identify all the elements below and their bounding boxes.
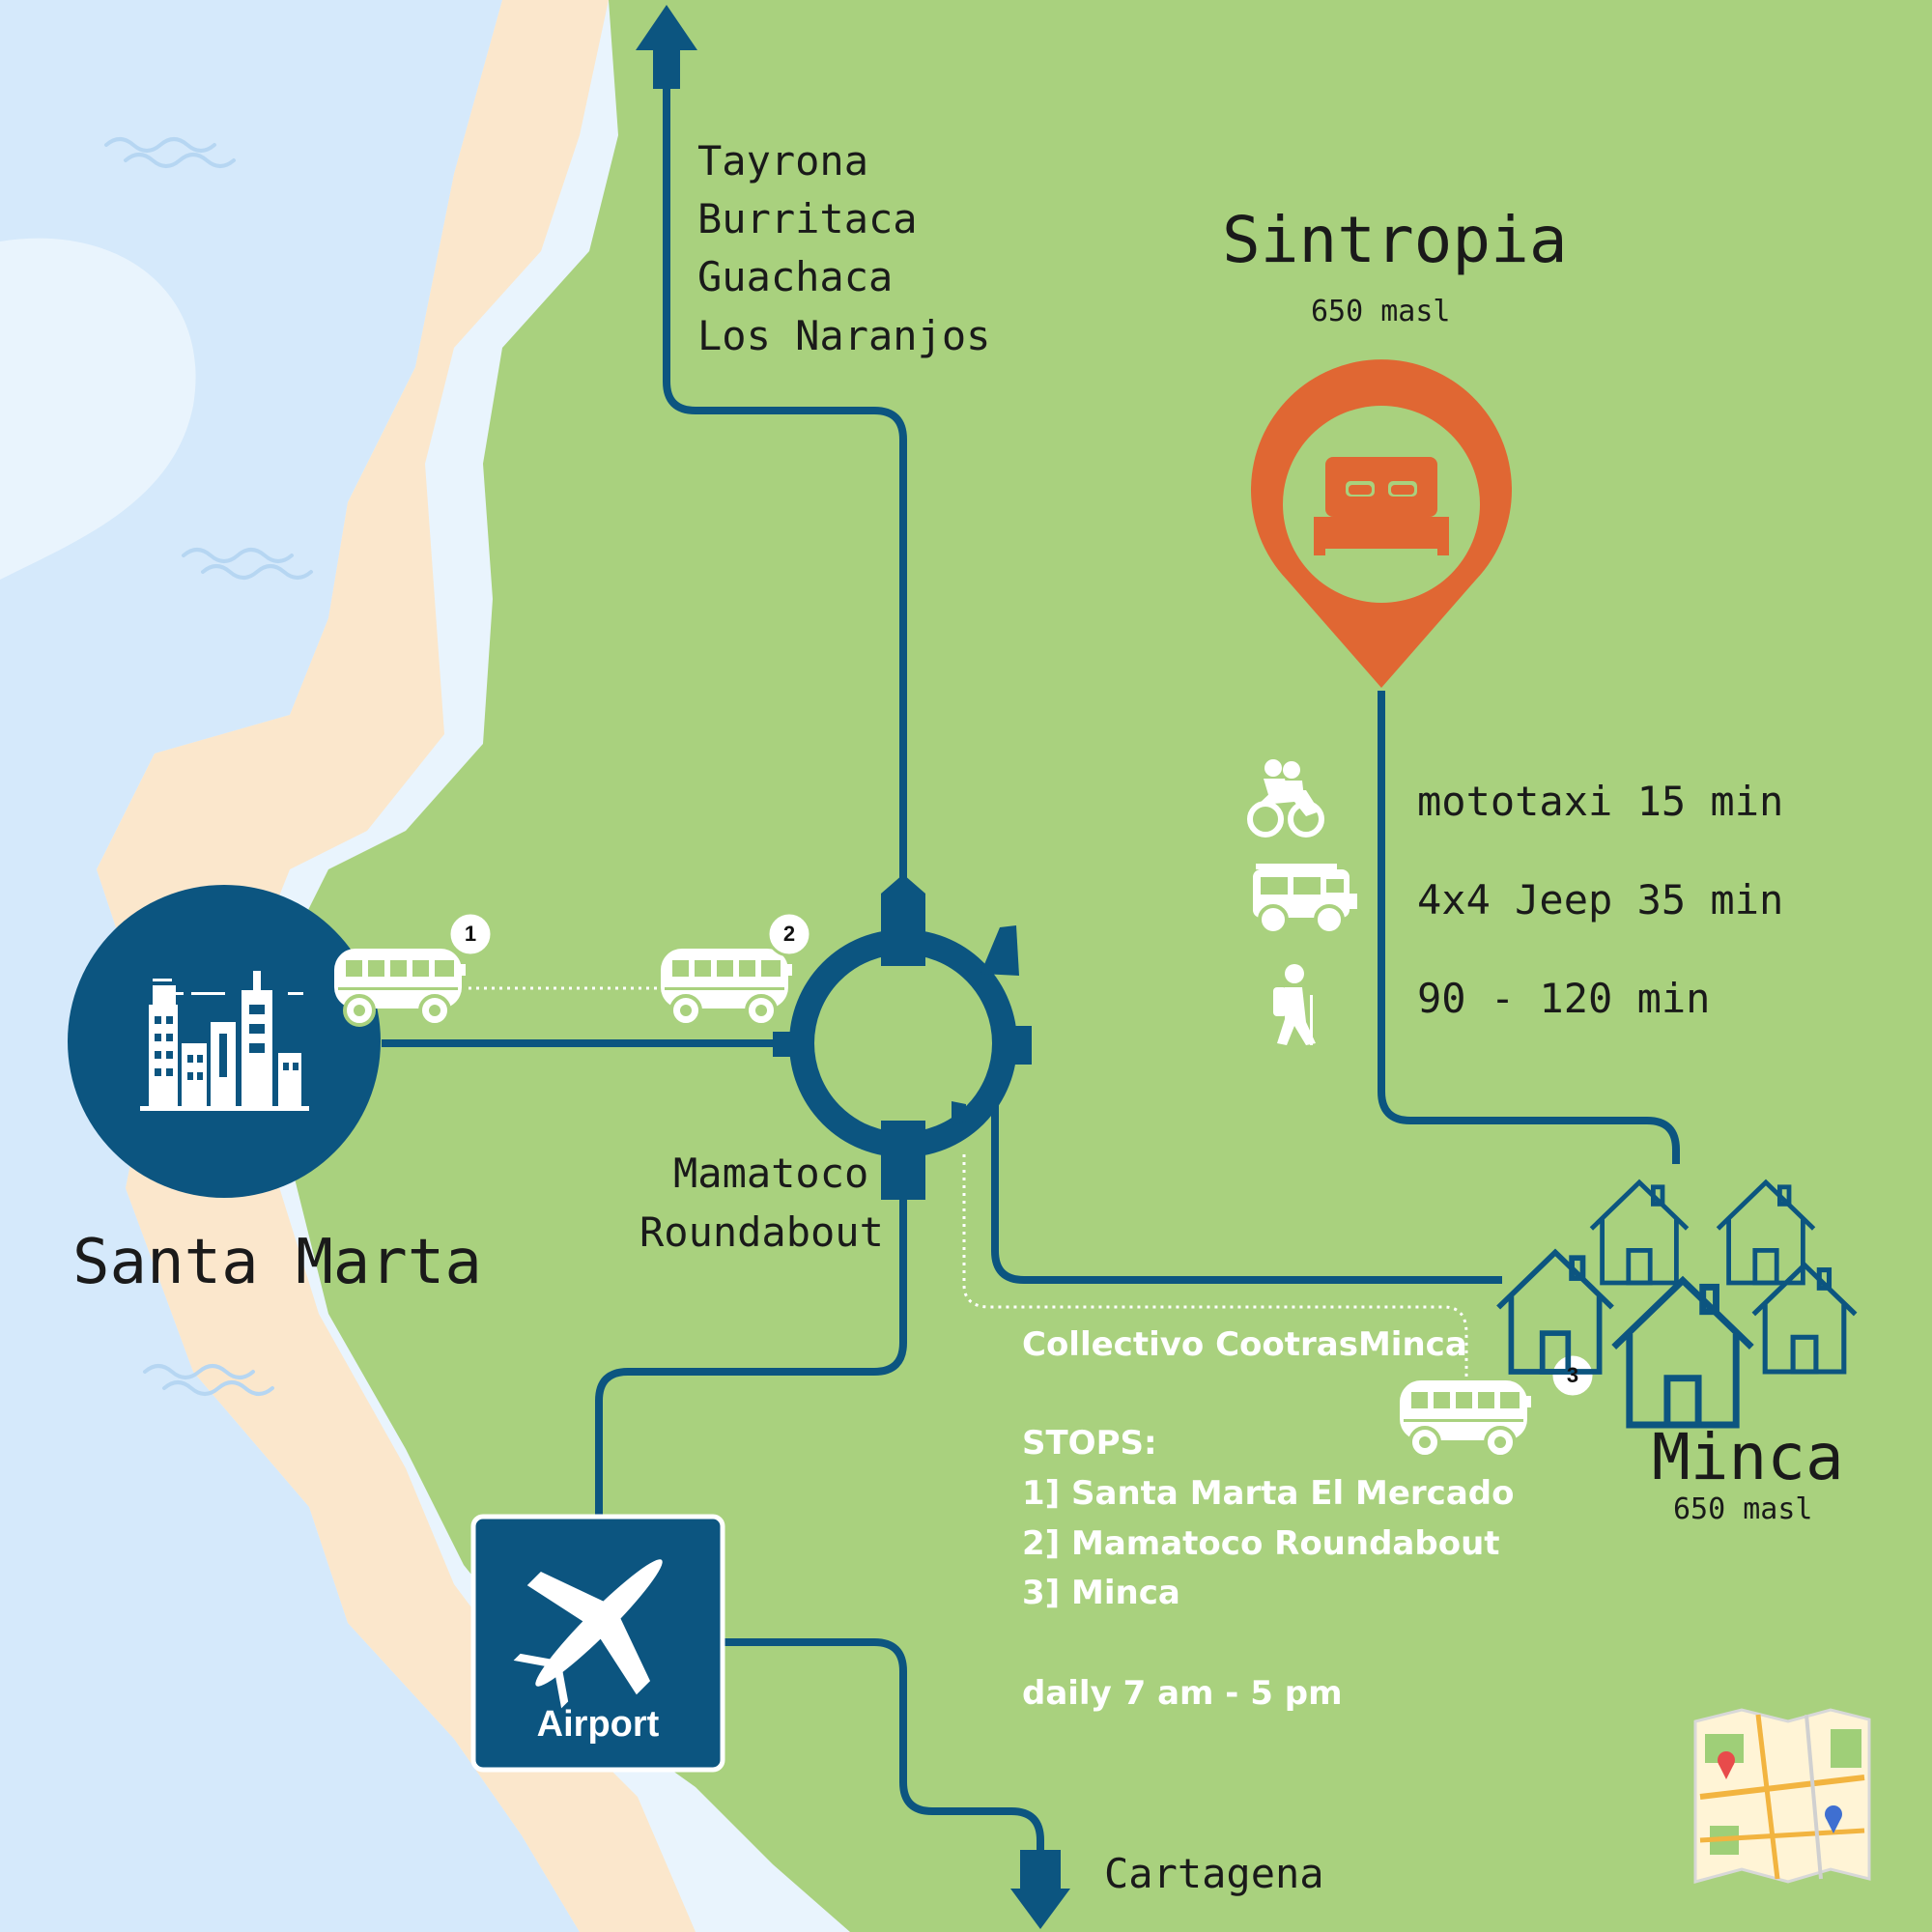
roundabout-label-line1: Mamatoco xyxy=(673,1150,869,1197)
destination-tayrona: Tayrona xyxy=(697,137,869,185)
arrow-north xyxy=(636,5,697,89)
collectivo-schedule: daily 7 am - 5 pm xyxy=(1022,1674,1343,1713)
airport-label: Airport xyxy=(536,1704,660,1745)
land xyxy=(280,0,1932,1932)
motorbike-icon xyxy=(1247,759,1324,838)
stop-item-2: 2] Mamatoco Roundabout xyxy=(1022,1524,1500,1563)
stop-badge-1: 1 xyxy=(464,922,477,946)
destination-los-naranjos: Los Naranjos xyxy=(697,312,991,359)
sea-swirl xyxy=(0,238,196,580)
road-airport xyxy=(595,1183,907,1521)
road-cartagena xyxy=(724,1638,1044,1860)
minca-title: Minca xyxy=(1652,1420,1844,1494)
cartagena-label: Cartagena xyxy=(1104,1850,1324,1897)
destination-burritaca: Burritaca xyxy=(697,195,918,242)
collectivo-title: Collectivo CootrasMinca xyxy=(1022,1325,1467,1364)
stop-badges xyxy=(447,911,1596,1399)
stop-item-3: 3] Minca xyxy=(1022,1574,1180,1612)
stop-item-1: 1] Santa Marta El Mercado xyxy=(1022,1474,1515,1513)
sintropia-pin-icon xyxy=(1250,359,1512,688)
stop-badge-3: 3 xyxy=(1566,1363,1579,1387)
transport-hike: 90 - 120 min xyxy=(1417,975,1711,1022)
transport-mototaxi: mototaxi 15 min xyxy=(1417,778,1784,825)
city-icon xyxy=(68,885,381,1198)
road-minca xyxy=(991,1072,1502,1284)
stop-badge-2: 2 xyxy=(782,922,796,946)
map-thumbnail-icon xyxy=(1693,1708,1871,1884)
roundabout-label-line2: Roundabout xyxy=(639,1208,884,1256)
roads xyxy=(382,77,1680,1860)
santa-marta-label: Santa Marta xyxy=(72,1227,482,1298)
wave-icons xyxy=(104,137,313,1396)
road-north xyxy=(663,77,907,879)
minca-elevation: 650 masl xyxy=(1673,1492,1813,1526)
sintropia-title: Sintropia xyxy=(1222,203,1568,277)
airport-sign xyxy=(470,1514,725,1773)
destination-guachaca: Guachaca xyxy=(697,253,894,300)
arrow-south xyxy=(1010,1850,1070,1929)
jeep-icon xyxy=(1253,864,1357,935)
roundabout xyxy=(773,874,1032,1200)
bus-routes xyxy=(469,986,1468,1391)
hiker-icon xyxy=(1273,964,1316,1045)
sintropia-elevation: 650 masl xyxy=(1311,295,1451,328)
stops-heading: STOPS: xyxy=(1022,1424,1157,1463)
transport-jeep: 4x4 Jeep 35 min xyxy=(1417,876,1784,923)
road-sintropia xyxy=(1378,691,1680,1164)
